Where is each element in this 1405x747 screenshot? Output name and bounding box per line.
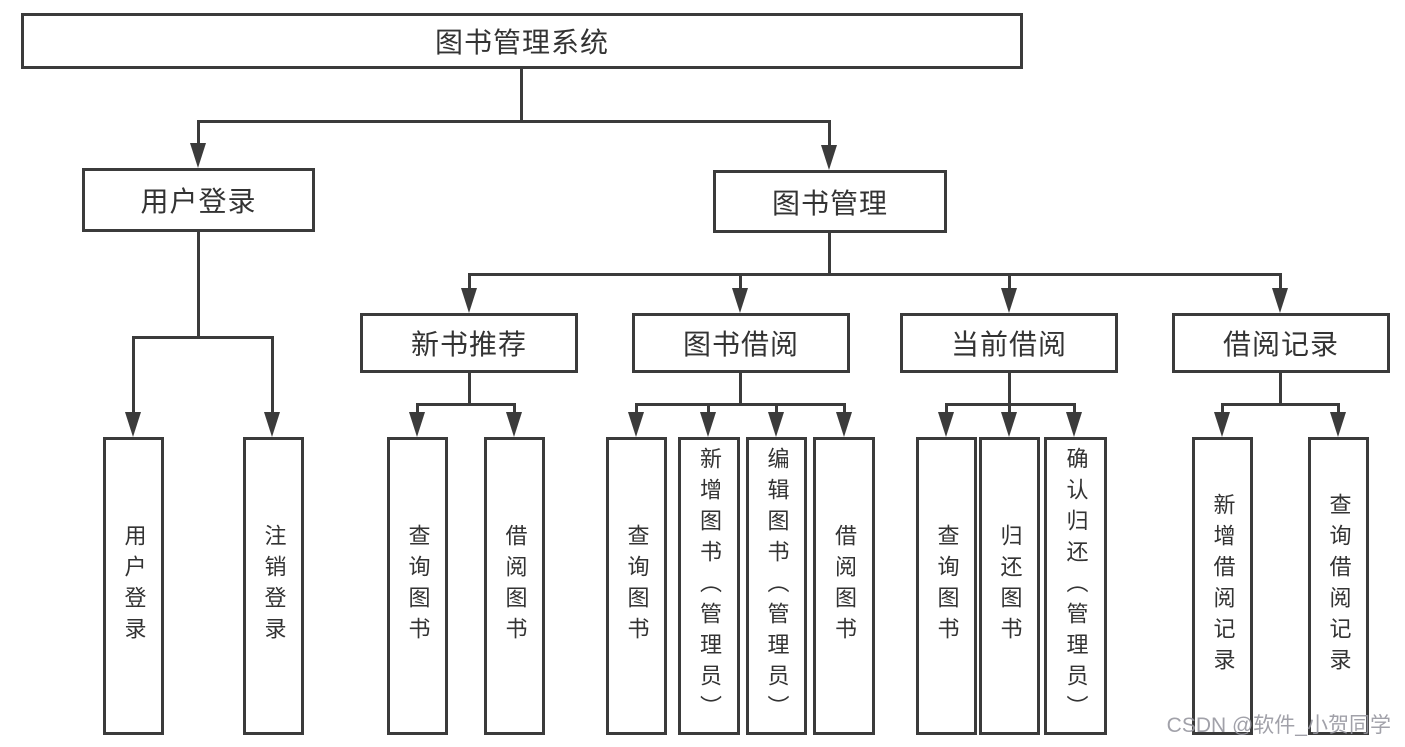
node-book-mgmt: 图书管理: [713, 170, 947, 233]
arrow-down-icon: [821, 145, 837, 170]
leaf-bb-query-book: 查询图书: [606, 437, 667, 735]
connector-root-bus: [197, 120, 831, 123]
leaf-logout: 注销登录: [243, 437, 304, 735]
arrow-down-icon: [409, 412, 425, 437]
connector-drop-leaf: [416, 403, 419, 413]
node-new-book-recommend: 新书推荐: [360, 313, 578, 373]
arrow-down-icon: [732, 288, 748, 313]
connector-drop-section: [1279, 273, 1282, 289]
connector-drop-section: [739, 273, 742, 289]
leaf-user-login: 用户登录: [103, 437, 164, 735]
leaf-cb-return-book: 归还图书: [979, 437, 1040, 735]
connector-section-stem: [468, 373, 471, 403]
connector-root-stem: [520, 69, 523, 120]
connector-section-stem: [739, 373, 742, 403]
leaf-br-query-record: 查询借阅记录: [1308, 437, 1369, 735]
leaf-nbr-query-book-label: 查询图书: [405, 524, 431, 648]
connector-section-bus: [1221, 403, 1339, 406]
connector-section-bus: [416, 403, 516, 406]
arrow-down-icon: [190, 143, 206, 168]
connector-drop-leaf: [1221, 403, 1224, 413]
connector-drop-leaf: [271, 336, 274, 413]
leaf-br-query-record-label: 查询借阅记录: [1326, 493, 1352, 679]
connector-drop-section: [468, 273, 471, 289]
arrow-down-icon: [700, 412, 716, 437]
arrow-down-icon: [836, 412, 852, 437]
arrow-down-icon: [768, 412, 784, 437]
connector-drop-section: [1008, 273, 1011, 289]
leaf-cb-confirm-return-admin-label: 确认归还（管理员）: [1063, 446, 1089, 726]
node-book-mgmt-label: 图书管理: [771, 187, 888, 219]
arrow-down-icon: [1001, 412, 1017, 437]
node-book-borrow: 图书借阅: [632, 313, 850, 373]
leaf-bb-borrow-book: 借阅图书: [813, 437, 875, 735]
leaf-cb-confirm-return-admin: 确认归还（管理员）: [1044, 437, 1107, 735]
node-current-borrow: 当前借阅: [900, 313, 1118, 373]
arrow-down-icon: [628, 412, 644, 437]
connector-drop-leaf: [1337, 403, 1340, 413]
connector-section-stem: [1008, 373, 1011, 403]
leaf-nbr-query-book: 查询图书: [387, 437, 448, 735]
leaf-cb-query-book-label: 查询图书: [934, 524, 960, 648]
node-borrow-record: 借阅记录: [1172, 313, 1390, 373]
connector-section-stem: [1279, 373, 1282, 403]
connector-drop-leaf: [1008, 403, 1011, 413]
leaf-logout-label: 注销登录: [261, 524, 287, 648]
leaf-user-login-label: 用户登录: [121, 524, 147, 648]
arrow-down-icon: [1214, 412, 1230, 437]
leaf-cb-query-book: 查询图书: [916, 437, 977, 735]
arrow-down-icon: [938, 412, 954, 437]
connector-user-login-stem: [197, 232, 200, 336]
arrow-down-icon: [1066, 412, 1082, 437]
node-new-book-recommend-label: 新书推荐: [410, 329, 527, 360]
leaf-br-add-record: 新增借阅记录: [1192, 437, 1253, 735]
connector-drop-leaf: [775, 403, 778, 413]
leaf-bb-borrow-book-label: 借阅图书: [832, 524, 857, 648]
node-book-borrow-label: 图书借阅: [682, 329, 799, 360]
leaf-bb-add-book-admin-label: 新增图书（管理员）: [697, 446, 722, 726]
arrow-down-icon: [506, 412, 522, 437]
node-current-borrow-label: 当前借阅: [950, 329, 1067, 360]
connector-section-bus: [635, 403, 845, 406]
arrow-down-icon: [461, 288, 477, 313]
leaf-bb-add-book-admin: 新增图书（管理员）: [678, 437, 740, 735]
connector-drop-user-login: [197, 120, 200, 144]
csdn-watermark: CSDN @软件_小贺同学: [1166, 714, 1391, 737]
arrow-down-icon: [125, 412, 141, 437]
arrow-down-icon: [1001, 288, 1017, 313]
connector-drop-leaf: [635, 403, 638, 413]
connector-drop-leaf: [945, 403, 948, 413]
node-user-login-label: 用户登录: [140, 186, 257, 217]
connector-drop-book-mgmt: [828, 120, 831, 146]
leaf-br-add-record-label: 新增借阅记录: [1210, 493, 1236, 679]
leaf-bb-edit-book-admin: 编辑图书（管理员）: [746, 437, 807, 735]
node-root: 图书管理系统: [21, 13, 1023, 69]
connector-drop-leaf: [843, 403, 846, 413]
connector-book-mgmt-stem: [828, 233, 831, 273]
leaf-cb-return-book-label: 归还图书: [997, 524, 1023, 648]
leaf-bb-query-book-label: 查询图书: [624, 524, 650, 648]
connector-book-mgmt-bus: [468, 273, 1282, 276]
leaf-bb-edit-book-admin-label: 编辑图书（管理员）: [764, 446, 790, 726]
arrow-down-icon: [264, 412, 280, 437]
connector-drop-leaf: [132, 336, 135, 413]
node-borrow-record-label: 借阅记录: [1222, 329, 1339, 360]
connector-drop-leaf: [513, 403, 516, 413]
connector-drop-leaf: [1073, 403, 1076, 413]
node-user-login: 用户登录: [82, 168, 315, 232]
connector-drop-leaf: [707, 403, 710, 413]
leaf-nbr-borrow-book-label: 借阅图书: [502, 524, 528, 648]
arrow-down-icon: [1330, 412, 1346, 437]
leaf-nbr-borrow-book: 借阅图书: [484, 437, 545, 735]
node-root-label: 图书管理系统: [434, 27, 609, 58]
arrow-down-icon: [1272, 288, 1288, 313]
connector-user-login-bus: [132, 336, 273, 339]
